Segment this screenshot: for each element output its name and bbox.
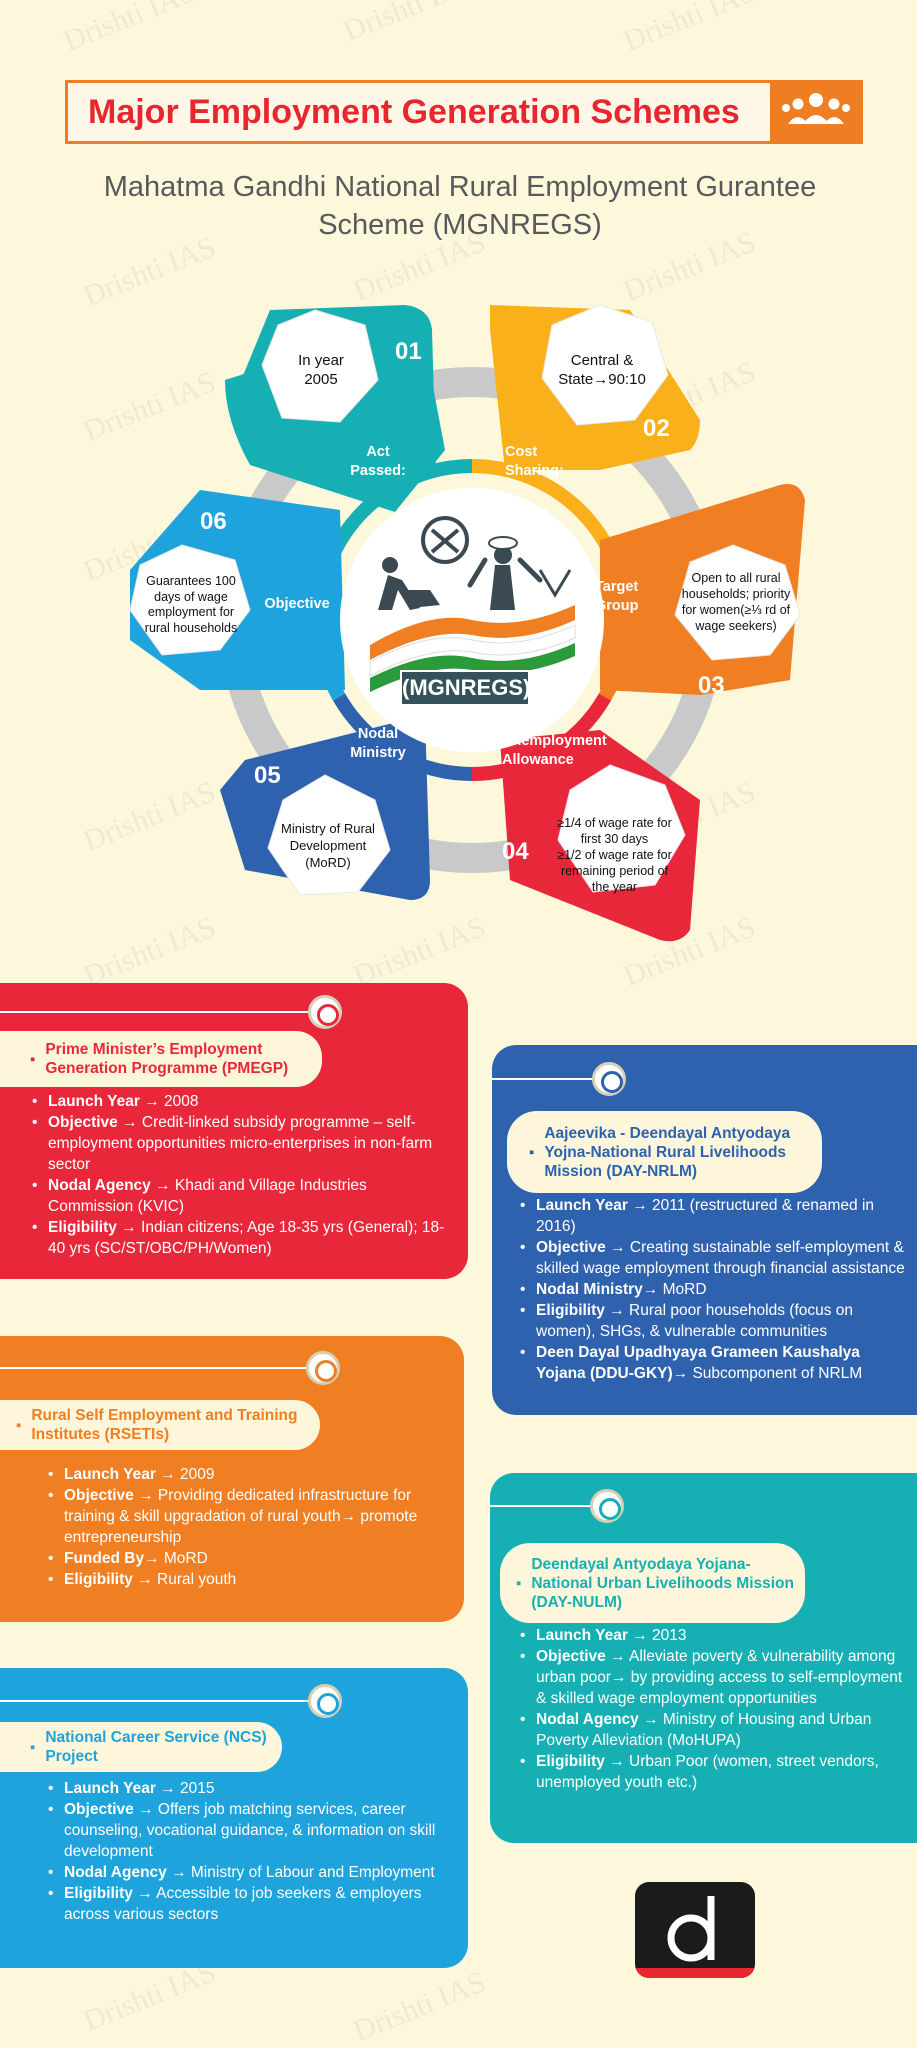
list-item: Launch Year → 2013 — [520, 1625, 905, 1646]
card-ring-icon — [308, 995, 342, 1029]
card-ring-icon — [308, 1684, 342, 1718]
ncs-title: National Career Service (NCS) Project — [45, 1729, 267, 1765]
card-ring-icon — [592, 1062, 626, 1096]
nrlm-list: Launch Year → 2011 (restructured & renam… — [520, 1195, 905, 1384]
bullet-icon: ▪ — [516, 1574, 522, 1592]
watermark-text: Drishti IAS — [58, 0, 201, 58]
petal-03-label: Target Group — [595, 579, 639, 614]
petal-05-number: 05 — [254, 762, 281, 789]
nulm-card: ▪ Deendayal Antyodaya Yojana-National Ur… — [490, 1473, 917, 1843]
petal-01-label: Act Passed: — [350, 444, 406, 479]
drishti-logo-icon — [635, 1882, 755, 1978]
nulm-title: Deendayal Antyodaya Yojana-National Urba… — [531, 1555, 794, 1611]
nulm-title-pill: ▪ Deendayal Antyodaya Yojana-National Ur… — [500, 1543, 805, 1623]
petal-03-text: Open to all rural households; priority f… — [681, 571, 791, 633]
bullet-icon: ▪ — [30, 1050, 36, 1068]
card-ring-icon — [590, 1489, 624, 1523]
hexagon-05 — [267, 774, 391, 896]
list-item: Launch Year → 2015 — [48, 1778, 448, 1799]
list-item: Eligibility → Accessible to job seekers … — [48, 1883, 448, 1925]
watermark-text: Drishti IAS — [348, 1965, 491, 2048]
card-ring-icon — [306, 1351, 340, 1385]
allowance-line-1: ≥1/4 of wage rate for first 30 days — [557, 816, 672, 846]
list-item: Funded By→ MoRD — [48, 1548, 448, 1569]
watermark-text: Drishti IAS — [618, 0, 761, 58]
list-item: Launch Year → 2008 — [32, 1091, 452, 1112]
petal-06-number: 06 — [200, 508, 227, 535]
petal-05-label: Nodal Ministry — [350, 726, 406, 761]
title-banner: Major Employment Generation Schemes — [65, 80, 863, 144]
list-item: Deen Dayal Upadhyaya Grameen Kaushalya Y… — [520, 1342, 905, 1384]
pmegp-list: Launch Year → 2008 Objective → Credit-li… — [32, 1091, 452, 1259]
petal-04-text: ≥1/4 of wage rate for first 30 days ≥1/2… — [552, 815, 677, 895]
logo-red-bar — [635, 1968, 755, 1978]
hexagon-03 — [674, 544, 801, 661]
card-connector — [490, 1505, 592, 1507]
pmegp-title-pill: ▪ Prime Minister’s Employment Generation… — [0, 1031, 322, 1087]
mgnregs-logo-icon — [369, 516, 576, 692]
allowance-line-2: ≥1/2 of wage rate for remaining period o… — [557, 848, 672, 894]
card-connector — [0, 1011, 310, 1013]
list-item: Objective → Alleviate poverty & vulnerab… — [520, 1646, 905, 1709]
petal-01-text: In year 2005 — [298, 352, 344, 388]
list-item: Eligibility → Indian citizens; Age 18-35… — [32, 1217, 452, 1259]
page-title: Major Employment Generation Schemes — [88, 93, 740, 131]
petal-01-number: 01 — [395, 338, 422, 365]
hexagon-06 — [129, 544, 251, 656]
nrlm-card: ▪ Aajeevika - Deendayal Antyodaya Yojna-… — [492, 1045, 917, 1415]
list-item: Eligibility → Rural poor households (foc… — [520, 1300, 905, 1342]
list-item: Eligibility → Rural youth — [48, 1569, 448, 1590]
bullet-icon: ▪ — [16, 1416, 22, 1434]
bullet-icon: ▪ — [30, 1738, 36, 1756]
ncs-list: Launch Year → 2015 Objective → Offers jo… — [48, 1778, 448, 1925]
list-item: Objective → Offers job matching services… — [48, 1799, 448, 1862]
hexagon-02 — [541, 304, 669, 426]
petal-05-text: Ministry of Rural Development (MoRD) — [281, 820, 375, 870]
nulm-list: Launch Year → 2013 Objective → Alleviate… — [520, 1625, 905, 1793]
rseti-title-pill: ▪ Rural Self Employment and Training Ins… — [0, 1400, 320, 1450]
ncs-card: ▪ National Career Service (NCS) Project … — [0, 1668, 468, 1968]
list-item: Launch Year → 2011 (restructured & renam… — [520, 1195, 905, 1237]
list-item: Objective → Providing dedicated infrastr… — [48, 1485, 448, 1548]
watermark-text: Drishti IAS — [338, 0, 481, 48]
ncs-title-pill: ▪ National Career Service (NCS) Project — [0, 1722, 282, 1772]
hexagon-01 — [261, 309, 379, 423]
rseti-list: Launch Year → 2009 Objective → Providing… — [48, 1464, 448, 1590]
card-connector — [0, 1367, 310, 1369]
petal-06-text: Guarantees 100 days of wage employment f… — [144, 574, 238, 635]
petal-06-label: Objective — [264, 596, 330, 612]
bullet-icon: ▪ — [529, 1143, 535, 1161]
petal-02-label: Cost Sharing: — [505, 444, 564, 479]
list-item: Launch Year → 2009 — [48, 1464, 448, 1485]
rseti-card: ▪ Rural Self Employment and Training Ins… — [0, 1336, 464, 1622]
ring-segment — [471, 459, 612, 547]
center-label: (MGNREGS) — [400, 670, 530, 706]
rseti-title: Rural Self Employment and Training Insti… — [31, 1407, 298, 1443]
card-connector — [0, 1700, 312, 1702]
card-connector — [492, 1078, 594, 1080]
petal-02-text: Central & State→90:10 — [558, 352, 646, 388]
pmegp-card: ▪ Prime Minister’s Employment Generation… — [0, 983, 468, 1279]
petal-04-number: 04 — [502, 838, 529, 865]
list-item: Nodal Agency → Ministry of Labour and Em… — [48, 1862, 448, 1883]
hexagon-04 — [557, 764, 686, 893]
list-item: Nodal Agency → Ministry of Housing and U… — [520, 1709, 905, 1751]
list-item: Eligibility → Urban Poor (women, street … — [520, 1751, 905, 1793]
pmegp-title: Prime Minister’s Employment Generation P… — [45, 1041, 289, 1077]
people-group-icon — [770, 80, 863, 144]
nrlm-title: Aajeevika - Deendayal Antyodaya Yojna-Na… — [544, 1124, 791, 1180]
petal-03-number: 03 — [698, 672, 725, 699]
nrlm-title-pill: ▪ Aajeevika - Deendayal Antyodaya Yojna-… — [507, 1111, 822, 1193]
list-item: Nodal Agency → Khadi and Village Industr… — [32, 1175, 452, 1217]
list-item: Objective → Creating sustainable self-em… — [520, 1237, 905, 1279]
list-item: Nodal Ministry→ MoRD — [520, 1279, 905, 1300]
petal-04-label: Unemployment Allowance — [502, 733, 607, 768]
scheme-subtitle: Mahatma Gandhi National Rural Employment… — [103, 171, 817, 241]
list-item: Objective → Credit-linked subsidy progra… — [32, 1112, 452, 1175]
petal-02-number: 02 — [643, 415, 670, 442]
